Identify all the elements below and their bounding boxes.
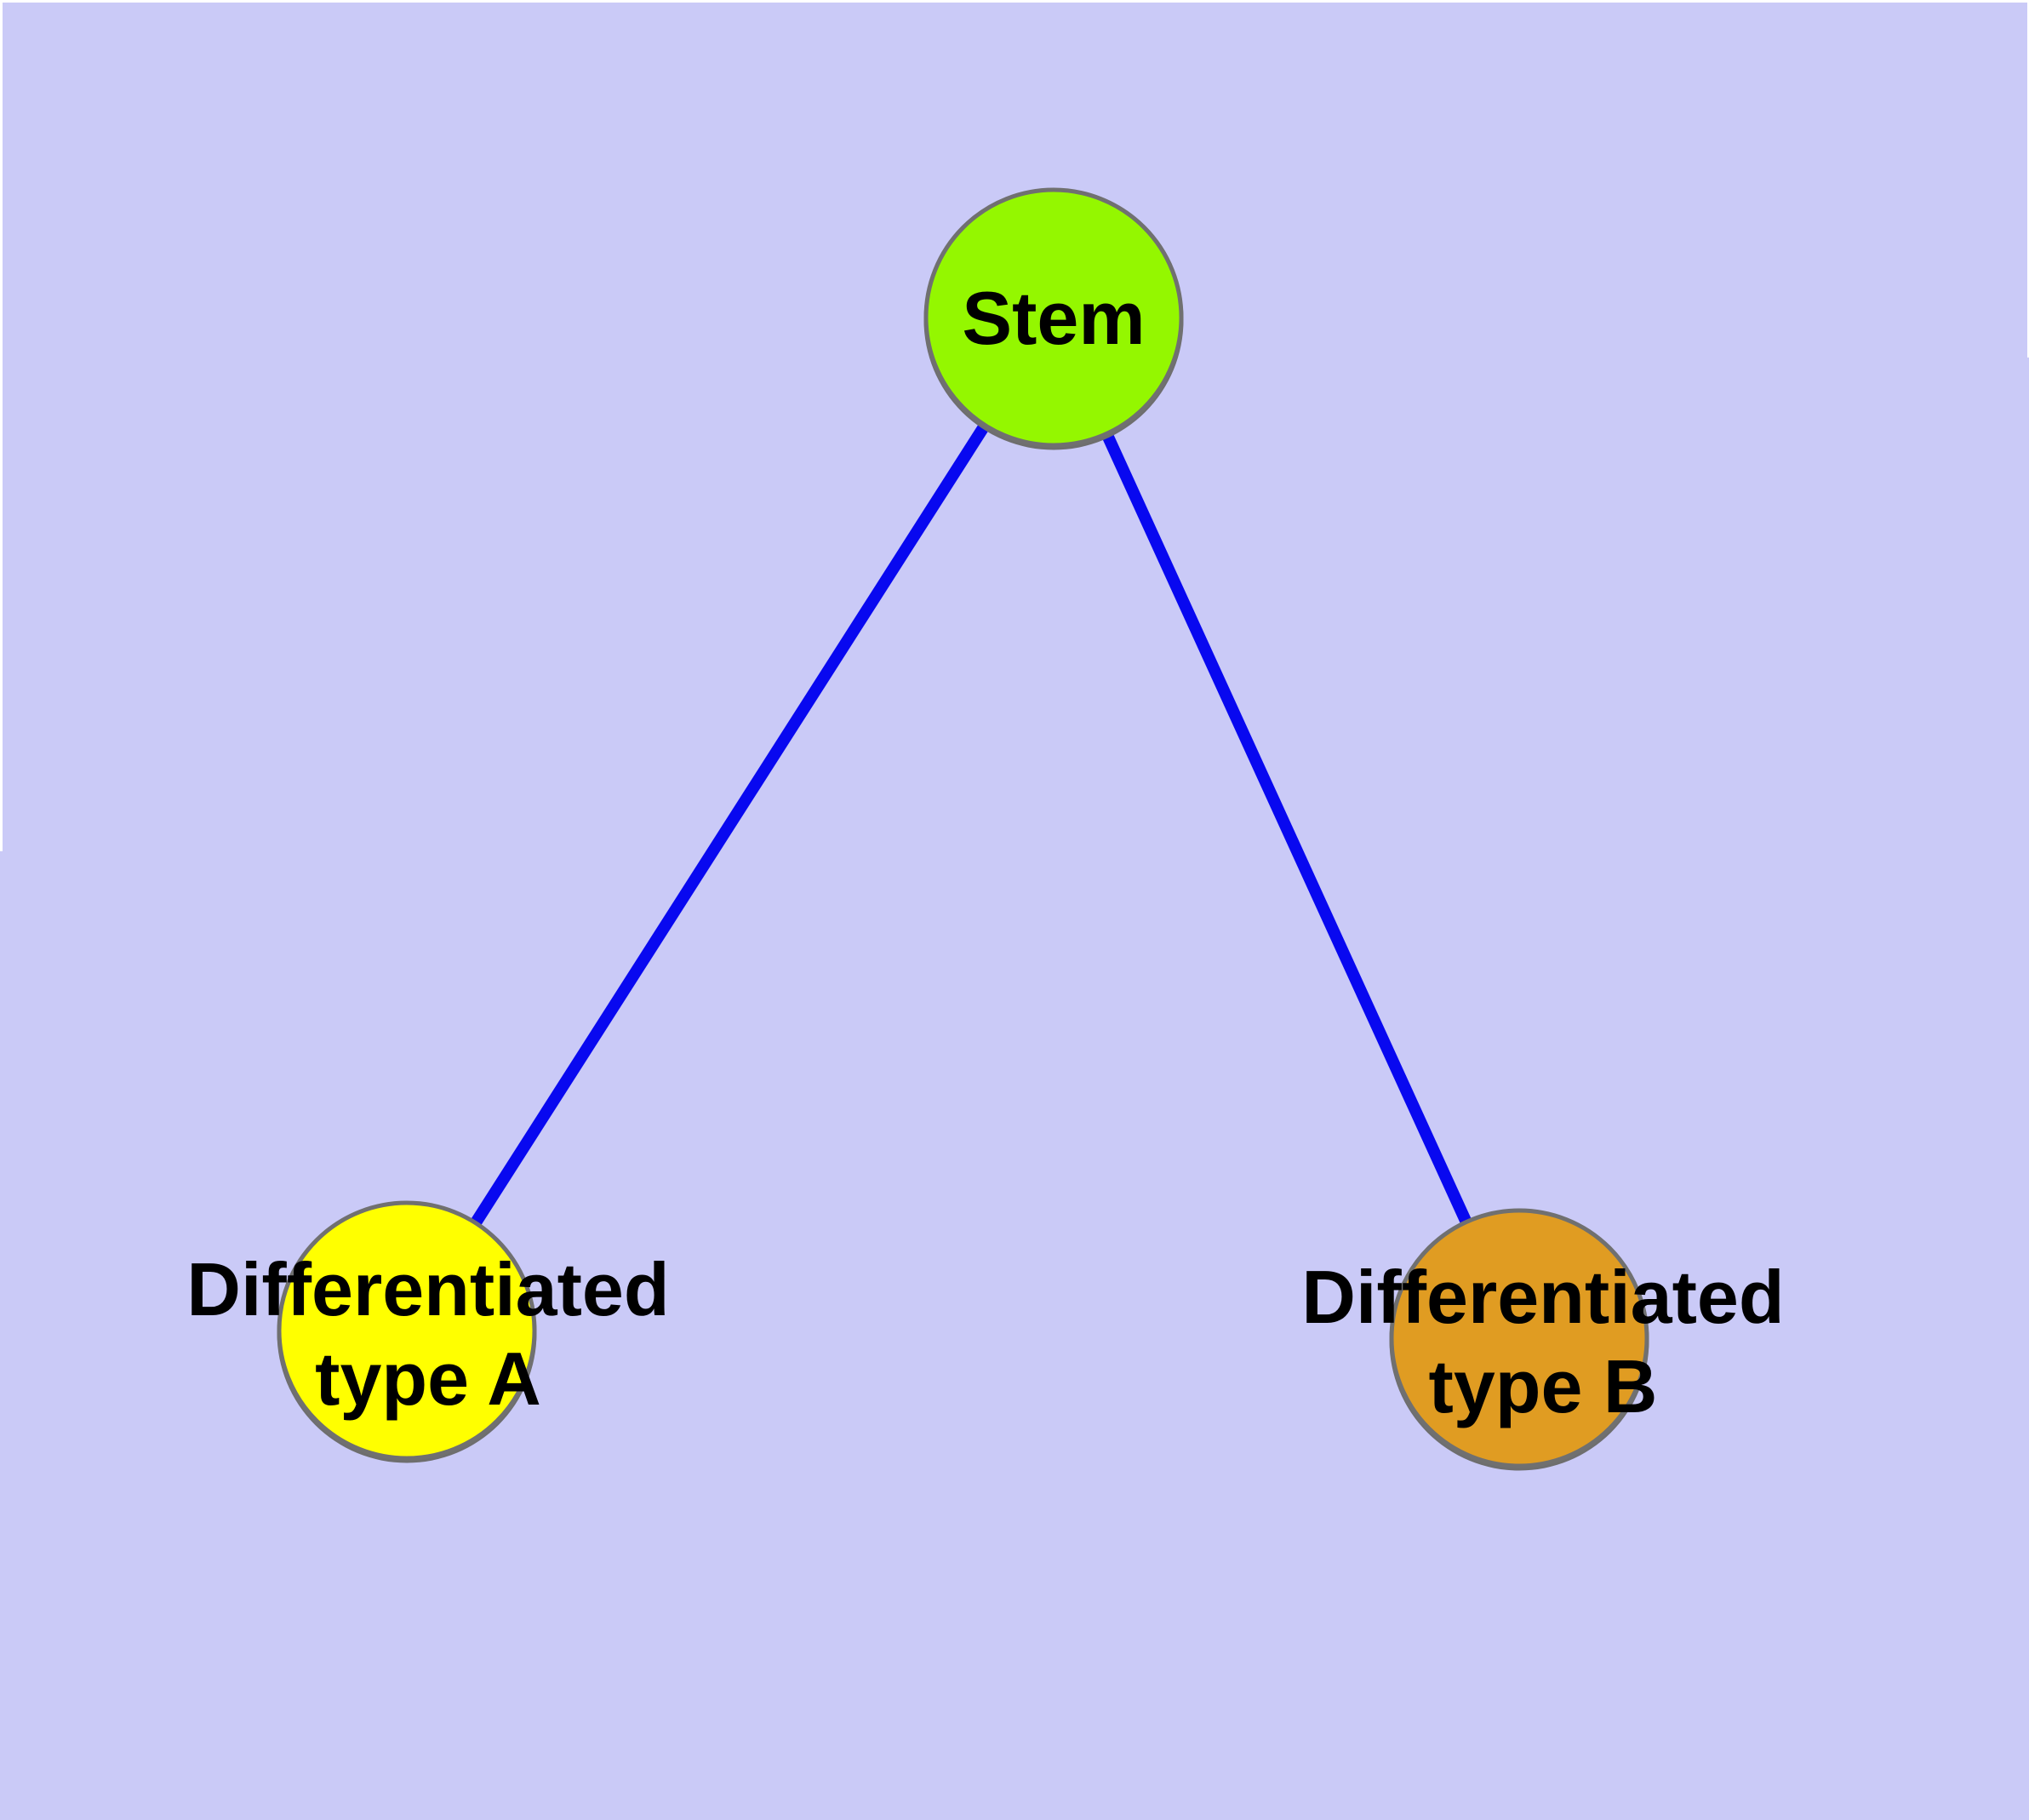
node-stem-label-line-1: Stem bbox=[962, 276, 1145, 360]
node-differentiated-type-a-label-line-2: type A bbox=[315, 1336, 541, 1421]
canvas-margin-top bbox=[0, 0, 2029, 3]
node-differentiated-type-b-label-line-2: type B bbox=[1429, 1344, 1658, 1428]
node-stem bbox=[923, 187, 1184, 448]
node-differentiated-type-b bbox=[1389, 1208, 1649, 1468]
canvas-margin-right bbox=[2027, 0, 2029, 358]
node-differentiated-type-a-label-line-1: Differentiated bbox=[186, 1247, 669, 1331]
node-differentiated-type-b-label-line-1: Differentiated bbox=[1301, 1255, 1784, 1339]
canvas-margin-left bbox=[0, 0, 3, 851]
node-differentiated-type-a bbox=[277, 1200, 537, 1461]
node-stem-label: Stem bbox=[962, 276, 1145, 360]
edge-stem-to-differentiated-type-b bbox=[1048, 315, 1525, 1341]
edge-stem-to-differentiated-type-a bbox=[402, 314, 1059, 1334]
